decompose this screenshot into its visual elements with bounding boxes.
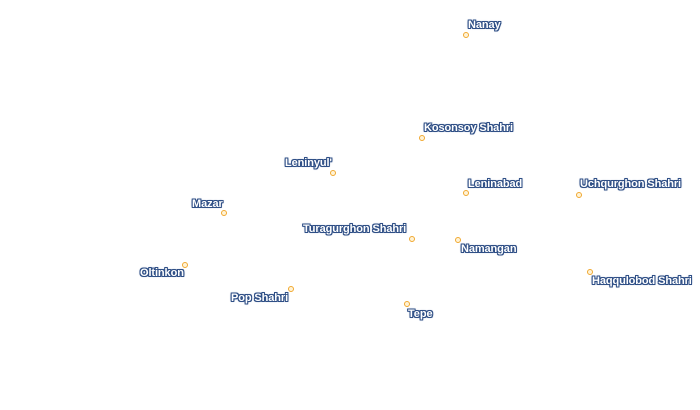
place-label-namangan: Namangan xyxy=(461,243,517,255)
place-marker-uchqurghon-shahri[interactable] xyxy=(576,192,582,198)
place-marker-oltinkon[interactable] xyxy=(182,262,188,268)
place-marker-mazar[interactable] xyxy=(221,210,227,216)
place-marker-leninyul[interactable] xyxy=(330,170,336,176)
place-marker-haqqulobod-shahri[interactable] xyxy=(587,269,593,275)
place-label-nanay: Nanay xyxy=(468,19,501,31)
place-label-oltinkon: Oltinkon xyxy=(140,267,184,279)
place-label-turagurghon-shahri: Turagurghon Shahri xyxy=(303,223,407,235)
place-marker-tepe[interactable] xyxy=(404,301,410,307)
place-marker-namangan[interactable] xyxy=(455,237,461,243)
place-label-leninabad: Leninabad xyxy=(468,178,523,190)
place-marker-turagurghon-shahri[interactable] xyxy=(409,236,415,242)
place-marker-leninabad[interactable] xyxy=(463,190,469,196)
place-label-haqqulobod-shahri: Haqqulobod Shahri xyxy=(592,275,692,287)
place-label-mazar: Mazar xyxy=(192,198,223,210)
place-marker-nanay[interactable] xyxy=(463,32,469,38)
place-label-uchqurghon-shahri: Uchqurghon Shahri xyxy=(580,178,681,190)
place-marker-pop-shahri[interactable] xyxy=(288,286,294,292)
place-label-tepe: Tepe xyxy=(408,308,433,320)
place-label-kosonsoy-shahri: Kosonsoy Shahri xyxy=(424,122,513,134)
place-marker-kosonsoy-shahri[interactable] xyxy=(419,135,425,141)
place-label-leninyul: Leninyul' xyxy=(285,157,332,169)
place-label-pop-shahri: Pop Shahri xyxy=(231,292,289,304)
